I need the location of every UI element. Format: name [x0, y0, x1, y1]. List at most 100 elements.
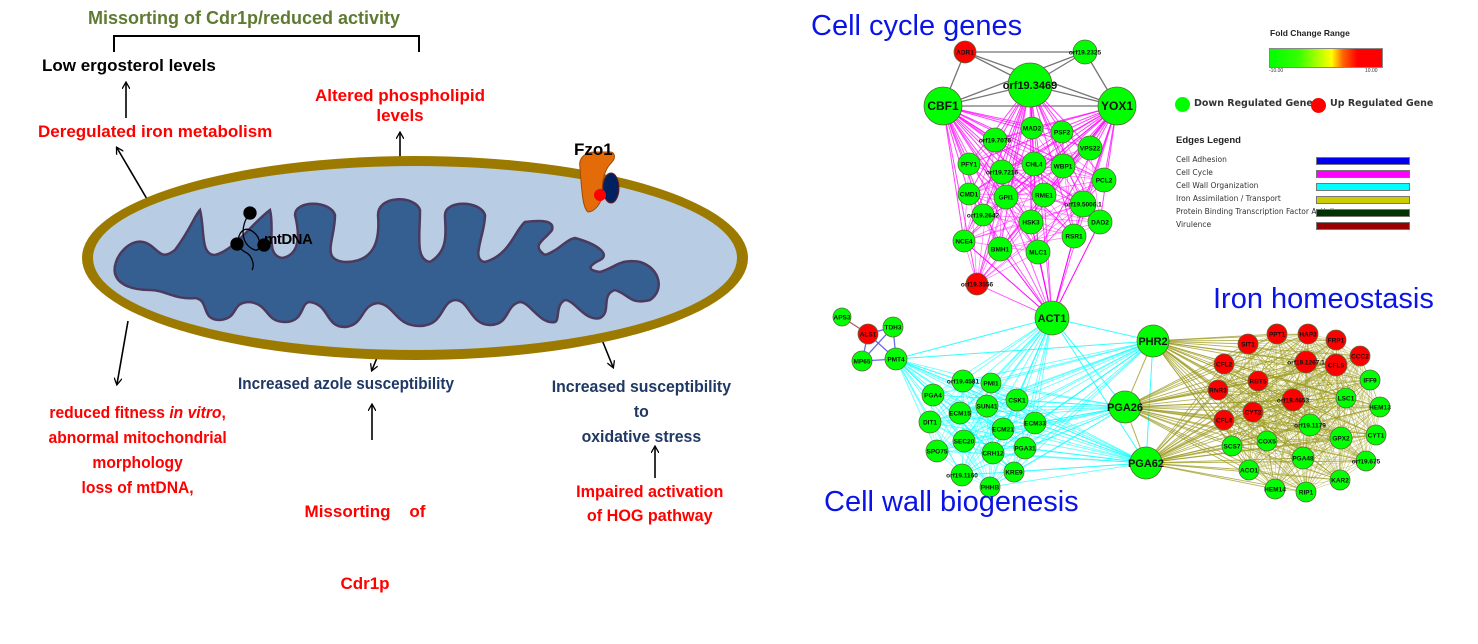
- fitness-line3: morphology: [92, 453, 183, 472]
- gene-node: MLC1: [1025, 239, 1051, 265]
- gene-node-label: SIT1: [1241, 342, 1255, 349]
- oxidative-line3: oxidative stress: [581, 427, 702, 446]
- gene-node: APS3: [832, 307, 852, 327]
- iron-edge: [1247, 339, 1337, 345]
- gene-node: PMT4: [884, 347, 908, 371]
- gene-node: orf19.1267.1: [1287, 350, 1325, 374]
- gene-node-label: DIT1: [923, 420, 937, 427]
- gene-node: orf19.2325: [1069, 39, 1101, 65]
- gene-node-label: orf19.7076: [979, 138, 1012, 145]
- gene-node: GPI1: [993, 184, 1019, 210]
- down-regulated-node: [1369, 396, 1391, 418]
- gene-node: orf19.7216: [986, 159, 1018, 185]
- oxidative-line2: to: [633, 402, 649, 421]
- gene-node-label: orf19.3556: [961, 282, 994, 289]
- iron-edge: [1266, 440, 1307, 493]
- iron-edge: [1217, 389, 1294, 401]
- gene-node: PPT1: [1266, 323, 1288, 345]
- gene-node: CFL5: [1324, 353, 1348, 377]
- gene-node: RSR1: [1061, 223, 1087, 249]
- gene-node-label: RIP1: [1299, 490, 1314, 497]
- hog-pathway-label: Impaired activation of HOG pathway: [550, 480, 750, 528]
- down-regulated-swatch: [1175, 97, 1190, 112]
- gene-node-label: PHR2: [1138, 336, 1167, 348]
- iron-edge: [1305, 355, 1361, 493]
- down-regulated-node: [957, 182, 981, 206]
- gene-node-label: RSR1: [1065, 234, 1083, 241]
- cell-wall-edge: [990, 382, 1026, 449]
- up-regulated-node: [1247, 370, 1269, 392]
- gene-node-label: COX5: [1258, 439, 1276, 446]
- iron-edge: [1124, 355, 1361, 408]
- gene-node-label: DAD2: [1091, 220, 1109, 227]
- gene-node-label: PCL2: [1096, 178, 1113, 185]
- gene-node: YOX1: [1097, 86, 1137, 126]
- gene-node-label: MLC1: [1029, 250, 1047, 257]
- down-regulated-node: [1136, 324, 1170, 358]
- gene-node: RME1: [1031, 182, 1057, 208]
- cell-wall-edge: [962, 380, 1147, 464]
- iron-edge: [1339, 355, 1361, 481]
- down-regulated-node: [1365, 424, 1387, 446]
- down-regulated-node: [1050, 153, 1076, 179]
- gene-node-label: CYT1: [1368, 433, 1385, 440]
- down-regulated-node: [1005, 388, 1029, 412]
- gene-node: CRH12: [981, 441, 1005, 465]
- cell-wall-edge: [929, 421, 1147, 464]
- cell-wall-edge: [990, 382, 994, 454]
- gene-node: NCE4: [952, 229, 976, 253]
- down-regulated-node: [1020, 116, 1044, 140]
- down-regulated-node: [1264, 478, 1286, 500]
- gene-node: PHHB: [979, 476, 1001, 498]
- down-regulated-node: [925, 439, 949, 463]
- gene-node-label: orf19.3469: [1003, 80, 1057, 92]
- cell-cycle-edge: [1001, 147, 1091, 173]
- altered-phospholipid-line2: levels: [376, 106, 424, 125]
- iron-edge: [1145, 363, 1225, 464]
- down-regulated-node: [1329, 469, 1351, 491]
- cell-wall-edge: [929, 421, 991, 488]
- gene-node: SIT1: [1237, 333, 1259, 355]
- gene-node-label: CHL4: [1026, 162, 1043, 169]
- down-regulated-node: [1298, 413, 1322, 437]
- low-ergosterol-label: Low ergosterol levels: [42, 56, 216, 75]
- iron-edge: [1223, 363, 1233, 447]
- iron-edge: [1266, 406, 1381, 442]
- gene-node: ECM21: [991, 417, 1015, 441]
- gene-node: HAP3: [1297, 323, 1319, 345]
- iron-edge: [1223, 419, 1276, 490]
- up-regulated-node: [1349, 345, 1371, 367]
- gene-node-label: CFL2: [1216, 362, 1233, 369]
- cell-cycle-edge: [982, 84, 1031, 216]
- cell-wall-edge: [932, 394, 1026, 449]
- down-regulated-node: [1129, 446, 1163, 480]
- up-regulated-node: [1324, 353, 1348, 377]
- iron-edge: [1252, 411, 1307, 493]
- cell-wall-edge: [1016, 399, 1126, 408]
- cell-wall-edge: [1016, 399, 1147, 464]
- cell-cycle-edge: [968, 165, 1064, 195]
- up-regulated-node: [1213, 409, 1235, 431]
- gene-node: ACO1: [1238, 459, 1260, 481]
- gene-node: HEM14: [1264, 478, 1286, 500]
- cell-cycle-edge: [1061, 131, 1075, 237]
- iron-edge: [1217, 379, 1371, 391]
- gene-node-label: APS3: [834, 315, 851, 322]
- down-regulated-node: [1329, 426, 1353, 450]
- cell-wall-edge: [895, 317, 1053, 360]
- down-regulated-node: [1291, 446, 1315, 470]
- gene-node-label: PGA31: [1014, 446, 1036, 453]
- iron-edge: [1145, 457, 1304, 464]
- cell-cycle-edge: [963, 240, 1053, 319]
- mtdna-label: mtDNA: [264, 231, 313, 248]
- gene-node: CHL4: [1021, 151, 1047, 177]
- cell-wall-edge: [959, 412, 1147, 464]
- fitness-line1-italic: in vitro: [169, 403, 222, 422]
- up-regulated-swatch: [1311, 98, 1326, 113]
- cell-wall-edge: [895, 340, 1154, 360]
- edge-legend-label: Protein Binding Transcription Factor Act…: [1176, 207, 1340, 216]
- fitness-line1: reduced fitness in vitro,: [18, 400, 257, 425]
- iron-edge: [1217, 389, 1342, 439]
- gene-node-label: PGA62: [1128, 458, 1164, 470]
